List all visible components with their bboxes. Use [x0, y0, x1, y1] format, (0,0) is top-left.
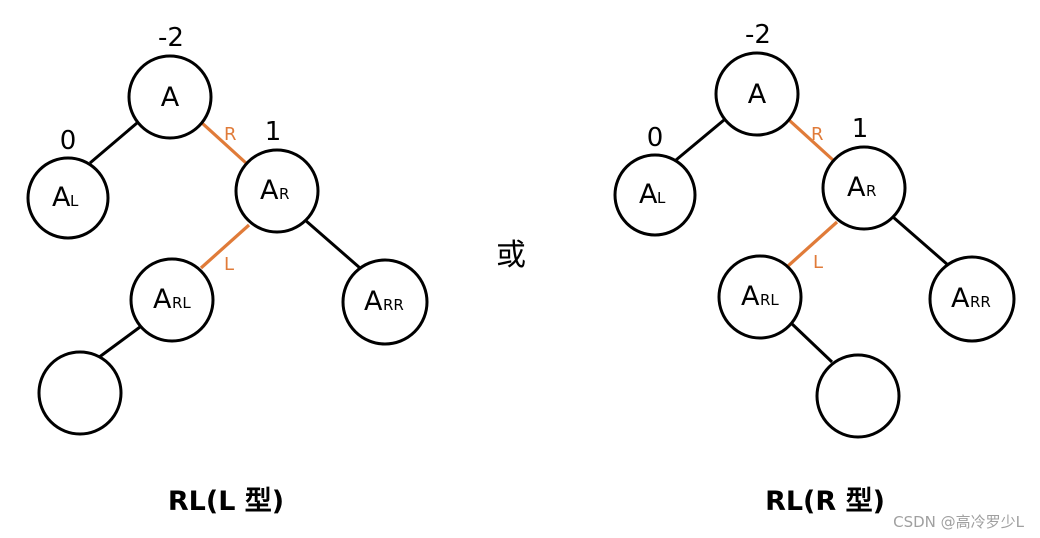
- edge-label-l: L: [813, 252, 823, 273]
- node-left-subscript: L: [70, 192, 79, 210]
- node-left-subscript: L: [657, 189, 666, 207]
- or-separator: 或: [496, 238, 526, 273]
- balance-left: 0: [647, 123, 664, 153]
- edge-root-to-left: [89, 121, 138, 165]
- right-diagram: A A L A R A RL A RR -2 0 1 R L RL(R 型): [613, 20, 1016, 517]
- edge-label-l: L: [224, 254, 234, 275]
- edge-right-to-rl-l: [199, 223, 251, 270]
- node-rr: [928, 255, 1016, 343]
- node-rr-subscript: RR: [970, 293, 991, 311]
- node-rl: [129, 257, 215, 343]
- node-left: [26, 156, 110, 240]
- node-right: [821, 145, 907, 231]
- edge-label-r: R: [811, 124, 824, 145]
- node-root-label: A: [161, 82, 180, 113]
- balance-right: 1: [852, 114, 869, 144]
- node-rl: [717, 254, 803, 340]
- node-right-subscript: R: [279, 185, 289, 203]
- node-rr: [341, 258, 429, 346]
- node-rl-subscript: RL: [172, 294, 191, 312]
- node-root: [714, 51, 800, 137]
- node-right: [234, 148, 320, 234]
- node-rr-label: A: [364, 286, 383, 317]
- edge-label-r: R: [224, 124, 237, 145]
- edge-right-to-rr: [892, 215, 949, 267]
- node-new: [37, 350, 123, 436]
- node-right-label: A: [260, 175, 279, 206]
- balance-root: -2: [745, 20, 771, 50]
- node-rr-label: A: [951, 283, 970, 314]
- edge-root-to-right-r: [200, 121, 248, 165]
- node-left: [613, 153, 697, 237]
- node-new: [815, 353, 901, 439]
- node-rl-label: A: [153, 284, 172, 315]
- node-left-label: A: [52, 182, 71, 213]
- left-caption: RL(L 型): [168, 486, 284, 517]
- edge-rl-to-new: [788, 320, 834, 364]
- node-rl-label: A: [741, 281, 760, 312]
- node-rr-subscript: RR: [383, 296, 404, 314]
- balance-root: -2: [158, 23, 184, 53]
- node-right-label: A: [847, 172, 866, 203]
- node-root: [127, 54, 213, 140]
- node-left-label: A: [639, 179, 658, 210]
- node-right-subscript: R: [866, 182, 876, 200]
- edge-rl-to-new: [97, 325, 141, 360]
- edge-right-to-rl-l: [786, 220, 839, 268]
- right-caption: RL(R 型): [765, 486, 885, 517]
- node-rl-subscript: RL: [760, 291, 779, 309]
- edge-root-to-left: [675, 118, 725, 162]
- node-root-label: A: [748, 79, 767, 110]
- watermark: CSDN @高冷罗少L: [893, 513, 1025, 531]
- left-diagram: A A L A R A RL A RR -2 0 1 R L RL(L 型): [26, 23, 429, 517]
- edge-right-to-rr: [304, 218, 361, 270]
- balance-right: 1: [265, 117, 282, 147]
- balance-left: 0: [60, 126, 77, 156]
- edge-root-to-right-r: [787, 118, 835, 162]
